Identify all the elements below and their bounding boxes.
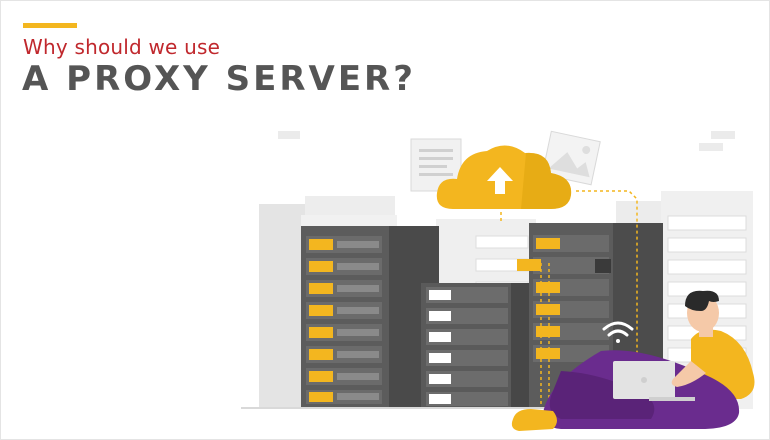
accent-bar [23,23,77,28]
cloud-upload-icon [436,145,572,209]
page-subtitle: Why should we use [23,35,221,59]
image-icon [541,130,601,186]
wifi-icon [602,321,634,343]
person-illustration [511,290,755,431]
server-rack-left [301,226,439,409]
ground-line [241,407,681,409]
background-shapes [278,131,735,151]
page-title: A PROXY SERVER? [22,59,416,99]
server-rack-middle [421,283,531,409]
laptop-icon [613,361,695,401]
